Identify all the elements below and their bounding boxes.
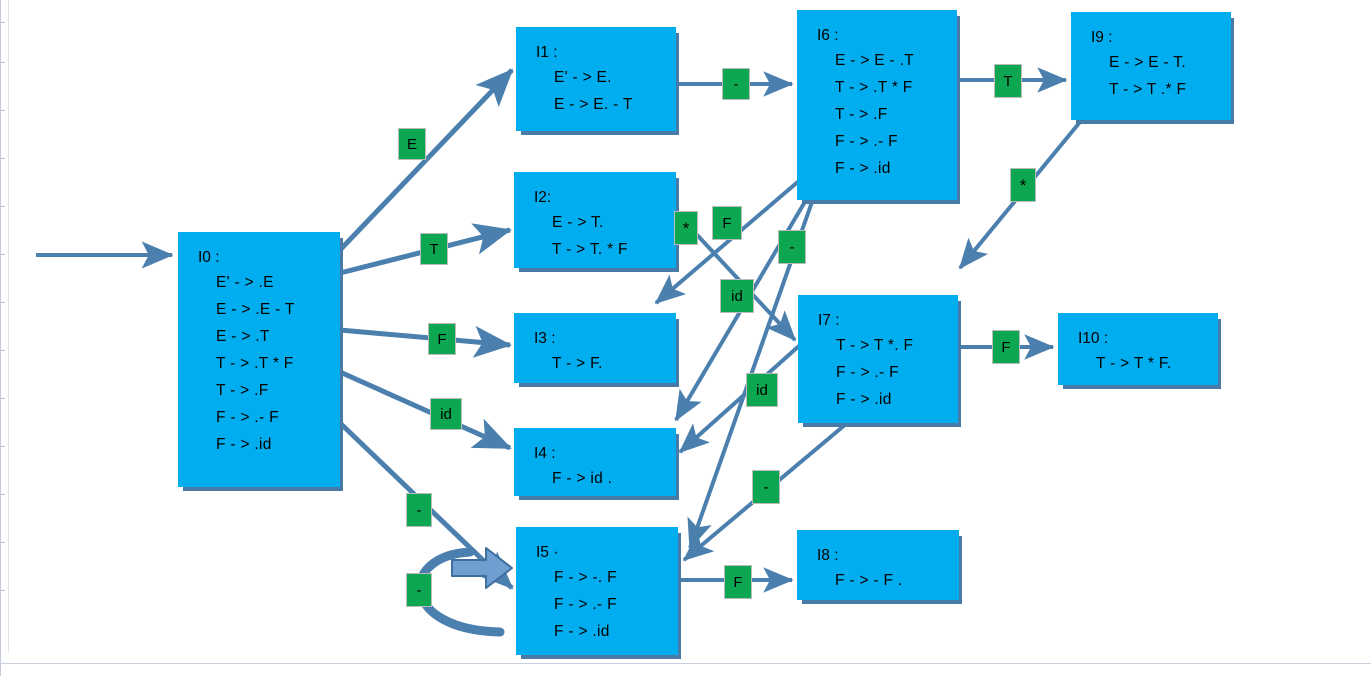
transition-label-i1-i6-dash[interactable]: - [722,68,750,100]
edge-I0-I4 [338,369,512,451]
ruler-tick [0,446,5,447]
production-item: E' - > E. [554,69,612,86]
state-label-i5: I5 · [536,544,559,561]
page-ruler-inner-edge [8,0,9,652]
state-label-i7: I7 : [818,312,840,329]
production-item: T - > T. * F [552,241,628,258]
transition-label-i6-i9-t[interactable]: T [994,64,1022,98]
state-box-i5[interactable]: I5 · F - > -. F F - > .- F F - > .id [516,527,678,655]
production-item: F - > .- F [836,364,899,381]
state-label-i10: I10 : [1078,330,1109,347]
page-ruler-left-edge [0,0,1,676]
ruler-tick [0,62,5,63]
ruler-tick [0,302,5,303]
state-box-i6[interactable]: I6 : E - > E - .T T - > .T * F T - > .F F - … [797,10,957,200]
ruler-tick [0,590,5,591]
state-box-i8[interactable]: I8 : F - > - F . [797,530,959,600]
state-label-i2: I2: [534,189,552,206]
state-label-i8: I8 : [817,547,839,564]
state-box-i4[interactable]: I4 : F - > id . [514,428,676,496]
state-label-i0: I0 : [198,249,220,266]
page-bottom-edge [0,663,1371,664]
transition-label-i0-i1-e[interactable]: E [398,128,426,160]
production-item: F - > .- F [835,133,898,150]
production-item: T - > T * F. [1096,355,1172,372]
transition-label-i5-i8-f[interactable]: F [724,565,752,599]
state-box-i2[interactable]: I2:E - > T. T - > T. * F [514,172,676,268]
production-item: E - > E. - T [554,96,633,113]
production-item: E - > T. [552,214,604,231]
production-item: T - > .F [835,106,888,123]
ruler-tick [0,398,5,399]
ruler-tick [0,542,5,543]
production-item: T - > T *. F [836,337,914,354]
state-box-i0[interactable]: I0 : E' - > .E E - > .E - T E - > .T T - > .… [178,232,340,487]
production-item: T - > T .* F [1109,81,1187,98]
state-box-i7[interactable]: I7 : T - > T *. F F - > .- F F - > .id [798,295,958,423]
ruler-tick [0,22,5,23]
ruler-tick [0,110,5,111]
state-box-i10[interactable]: I10 : T - > T * F. [1058,313,1218,385]
production-item: F - > - F . [835,572,903,589]
production-item: T - > .T * F [835,79,913,96]
production-item: E - > .T [216,328,270,345]
ruler-tick [0,206,5,207]
production-item: E - > E - T. [1109,54,1186,71]
production-item: F - > .id [554,623,610,640]
transition-label-i7-i5-dash[interactable]: - [752,470,780,504]
state-label-i1: I1 : [536,44,558,61]
transition-label-i0-i2-t[interactable]: T [420,233,448,265]
state-label-i6: I6 : [817,27,839,44]
production-item: T - > .T * F [216,355,294,372]
transition-label-i7-i10-f[interactable]: F [992,330,1020,364]
edge-I0-I1 [338,68,514,252]
production-item: T - > .F [216,382,269,399]
production-item: F - > .id [835,160,891,177]
production-item: F - > .id [836,391,892,408]
ruler-tick [0,158,5,159]
state-box-i9[interactable]: I9 : E - > E - T. T - > T .* F [1071,12,1231,120]
production-item: T - > F. [552,355,603,372]
state-label-i4: I4 : [534,445,556,462]
production-item: F - > id . [552,470,613,487]
production-item: F - > -. F [554,569,617,586]
production-item: E' - > .E [216,274,274,291]
ruler-tick [0,254,5,255]
transition-label-i6-i5-dash[interactable]: - [778,230,806,264]
transition-label-i6-i3-f[interactable]: F [712,206,742,240]
ruler-tick [0,350,5,351]
state-label-i9: I9 : [1091,29,1113,46]
state-label-i3: I3 : [534,330,556,347]
transition-label-i2-i7-star[interactable]: * [674,211,698,245]
transition-label-i5-i5-dash[interactable]: - [406,573,432,607]
state-box-i1[interactable]: I1 : E' - > E. E - > E. - T [516,27,676,131]
state-box-i3[interactable]: I3 : T - > F. [514,313,676,383]
transition-label-i6-i4-id[interactable]: id [720,279,754,313]
production-item: F - > .id [216,436,272,453]
transition-label-i0-i4-id[interactable]: id [430,398,462,430]
edge-I6-I3 [654,178,802,305]
transition-label-i0-i3-f[interactable]: F [428,323,456,355]
production-item: F - > .- F [554,596,617,613]
edge-I7-I4 [678,343,802,454]
production-item: E - > .E - T [216,301,295,318]
self-loop-block-arrowhead [451,547,513,589]
production-item: E - > E - .T [835,52,914,69]
ruler-tick [0,494,5,495]
edge-I0-I3 [339,325,512,358]
transition-label-i9-i7-star[interactable]: * [1010,168,1036,202]
transition-label-i0-i5-dash[interactable]: - [406,493,432,527]
production-item: F - > .- F [216,409,279,426]
transition-label-i7-i4-id[interactable]: id [746,373,778,407]
